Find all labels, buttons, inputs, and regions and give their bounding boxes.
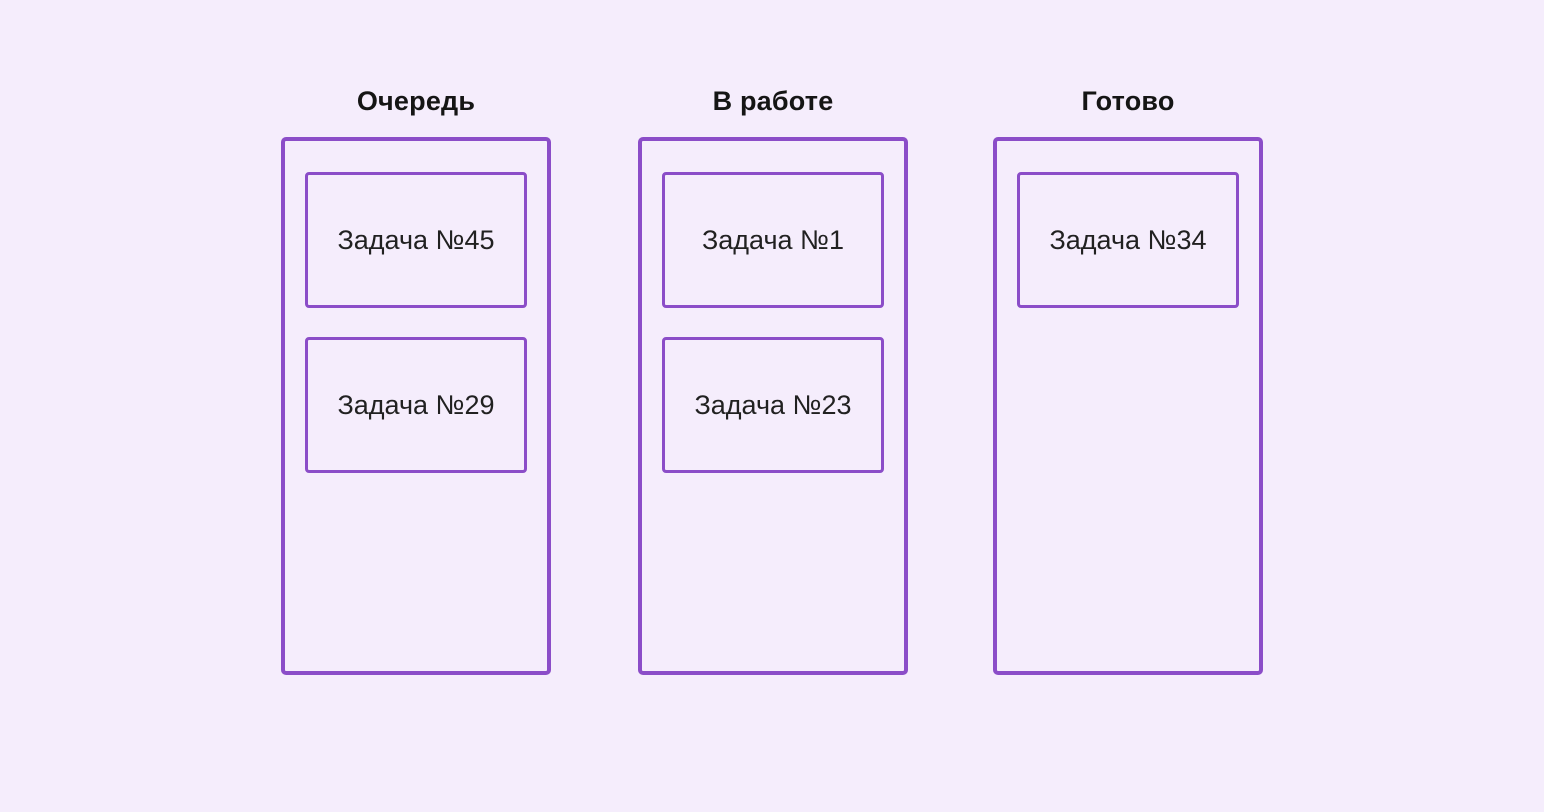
column-container-done: Задача №34: [993, 137, 1263, 675]
column-container-queue: Задача №45 Задача №29: [281, 137, 551, 675]
task-card-label: Задача №34: [1049, 224, 1207, 255]
task-card-label: Задача №45: [337, 224, 495, 255]
task-card[interactable]: Задача №45: [305, 172, 527, 308]
task-card[interactable]: Задача №1: [662, 172, 884, 308]
column-container-in-progress: Задача №1 Задача №23: [638, 137, 908, 675]
task-card-label: Задача №29: [337, 389, 495, 420]
task-card[interactable]: Задача №29: [305, 337, 527, 473]
task-card[interactable]: Задача №23: [662, 337, 884, 473]
kanban-column-done: Готово Задача №34: [993, 84, 1263, 675]
column-title-queue: Очередь: [356, 86, 476, 116]
task-card-label: Задача №23: [694, 389, 852, 420]
kanban-column-queue: Очередь Задача №45 Задача №29: [281, 84, 551, 675]
task-card-label: Задача №1: [701, 224, 845, 255]
kanban-column-in-progress: В работе Задача №1 Задача №23: [638, 84, 908, 675]
column-title-done: Готово: [1081, 86, 1175, 116]
column-title-in-progress: В работе: [712, 86, 834, 116]
task-card[interactable]: Задача №34: [1017, 172, 1239, 308]
